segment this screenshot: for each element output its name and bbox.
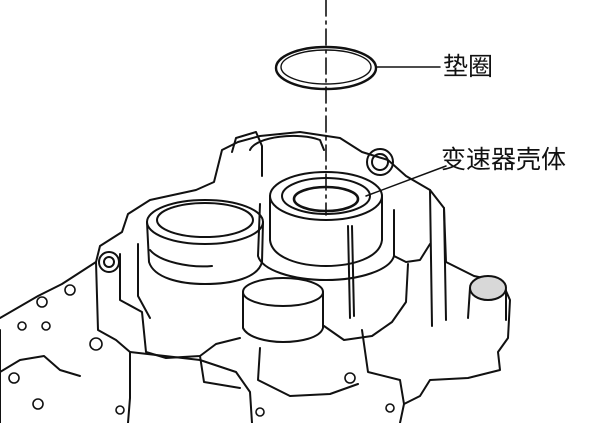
bolt-holes	[8, 284, 395, 417]
housing-leader-line	[365, 165, 447, 197]
right-panel-edge-2	[429, 189, 433, 327]
housing-rib-3	[323, 263, 409, 341]
left-cylinder	[137, 199, 264, 319]
housing-rib-2	[199, 355, 241, 389]
rear-boss-right	[249, 134, 325, 151]
housing-lower-edge	[0, 329, 81, 423]
rear-boss-plug-inner	[371, 153, 389, 171]
right-side-boss	[467, 275, 507, 321]
housing-bore	[257, 171, 395, 319]
bolt-boss-left	[98, 251, 120, 273]
right-panel-edge	[443, 207, 447, 321]
bolt-boss-left-inner	[103, 256, 115, 268]
housing-rib-1	[129, 351, 253, 423]
housing-outline	[0, 131, 511, 423]
front-cylinder	[242, 277, 324, 343]
rear-boss-left	[231, 131, 263, 177]
housing-mid-panel	[95, 261, 131, 423]
rear-boss-plug	[366, 148, 394, 176]
gasket-ring	[274, 45, 378, 91]
housing-rib-5	[361, 329, 405, 405]
housing-rib-6	[257, 347, 359, 397]
gasket-label: 垫圈	[443, 52, 494, 81]
housing-rib-4	[393, 243, 431, 263]
transmission-housing-label: 变速器壳体	[441, 145, 567, 174]
